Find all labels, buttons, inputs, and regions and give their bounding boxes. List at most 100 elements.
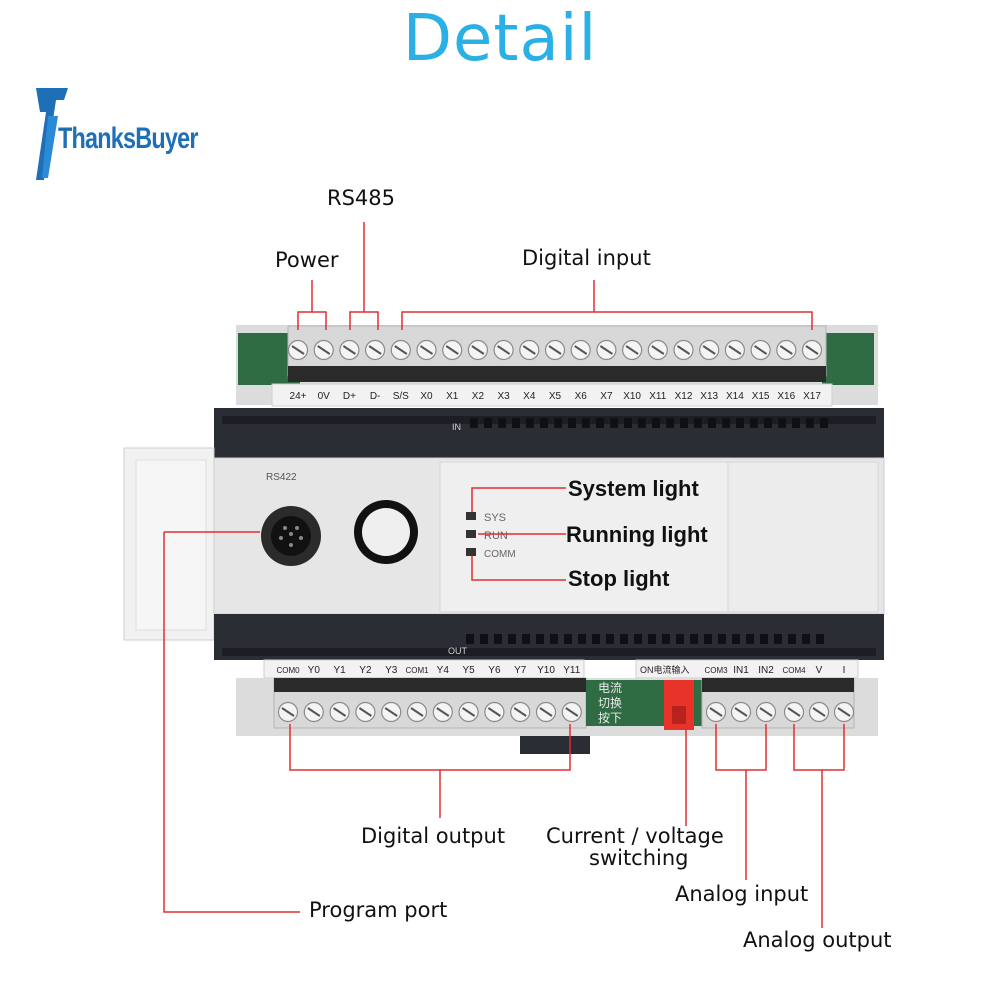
bottom-screw-icon	[484, 701, 505, 723]
analog-terminal-label: V	[816, 665, 823, 676]
top-screw-icon	[519, 339, 540, 361]
top-terminal-label: X11	[649, 391, 666, 402]
analog-screw-icon	[705, 701, 727, 723]
top-screw-icon	[647, 339, 668, 361]
bottom-terminal-label: Y6	[488, 665, 501, 676]
analog-screws	[705, 701, 855, 723]
callout-analog-input: Analog input	[675, 882, 809, 906]
top-terminal-label: X17	[803, 391, 821, 402]
top-terminal-label: X15	[752, 391, 770, 402]
vent	[522, 634, 530, 644]
vent	[732, 634, 740, 644]
top-vents	[470, 418, 828, 428]
vent	[680, 418, 688, 428]
bottom-terminal-label: Y7	[514, 665, 527, 676]
top-terminal-label: X0	[420, 391, 433, 402]
led-label-comm: COMM	[484, 549, 516, 560]
top-screw-icon	[776, 339, 797, 361]
top-screw-icon	[596, 339, 617, 361]
analog-terminal-label: I	[843, 665, 846, 676]
vent	[820, 418, 828, 428]
vent	[466, 634, 474, 644]
vent	[568, 418, 576, 428]
bottom-screw-icon	[510, 701, 531, 723]
vent	[778, 418, 786, 428]
logo-text: ThanksBuyer	[58, 122, 198, 155]
vent	[582, 418, 590, 428]
vent	[788, 634, 796, 644]
analog-screw-icon	[833, 701, 855, 723]
top-label-strip	[271, 383, 833, 407]
vent	[540, 418, 548, 428]
bottom-terminal-label: Y1	[333, 665, 346, 676]
analog-terminal-label: COM4	[782, 666, 806, 675]
bottom-terminal-label: Y5	[462, 665, 475, 676]
top-terminal-label: X7	[600, 391, 613, 402]
top-screw-icon	[416, 339, 437, 361]
analog-terminal-label: IN2	[758, 665, 774, 676]
top-terminal-label: X14	[726, 391, 744, 402]
vent	[666, 418, 674, 428]
callout-digital-output: Digital output	[361, 824, 506, 848]
vent	[634, 634, 642, 644]
switch-cn-1: 电流	[598, 681, 622, 695]
top-screw-icon	[673, 339, 694, 361]
bottom-terminal-label: Y0	[308, 665, 321, 676]
top-screw-icon	[493, 339, 514, 361]
vent	[764, 418, 772, 428]
vent	[746, 634, 754, 644]
callout-analog-output: Analog output	[743, 928, 892, 952]
vent	[494, 634, 502, 644]
bottom-terminal-label: Y4	[437, 665, 450, 676]
vent	[508, 634, 516, 644]
top-screws	[287, 339, 823, 361]
callout-stop-light: Stop light	[568, 566, 670, 591]
din-clip	[520, 736, 590, 754]
top-terminal-label: X13	[700, 391, 718, 402]
bottom-terminal-label: Y10	[537, 665, 555, 676]
callout-program-port: Program port	[309, 898, 448, 922]
vent	[676, 634, 684, 644]
vent	[760, 634, 768, 644]
callout-switching: switching	[589, 846, 689, 870]
top-terminal-label: X6	[575, 391, 588, 402]
vent	[564, 634, 572, 644]
top-terminal-label: X4	[523, 391, 536, 402]
top-terminal-label: X3	[497, 391, 510, 402]
vent	[536, 634, 544, 644]
vent	[694, 418, 702, 428]
callout-running-light: Running light	[566, 522, 708, 547]
bottom-screw-icon	[432, 701, 453, 723]
vent	[596, 418, 604, 428]
led-label-run: RUN	[484, 530, 508, 542]
callout-lines	[163, 222, 845, 928]
vent	[736, 418, 744, 428]
bottom-screw-icon	[329, 701, 350, 723]
vent	[554, 418, 562, 428]
bottom-terminal-label: COM1	[405, 666, 429, 675]
callout-current-voltage: Current / voltage	[546, 824, 724, 848]
bottom-screw-icon	[381, 701, 402, 723]
top-screw-icon	[365, 339, 386, 361]
bottom-terminal-label: Y2	[359, 665, 372, 676]
bottom-screw-icon	[406, 701, 428, 723]
top-terminal-label: D-	[370, 391, 381, 402]
top-screw-icon	[339, 339, 360, 361]
vent	[624, 418, 632, 428]
vent	[774, 634, 782, 644]
vent	[470, 418, 478, 428]
bottom-screw-icon	[303, 701, 324, 723]
top-terminal-label: X12	[675, 391, 693, 402]
bottom-terminal-label: Y11	[563, 665, 580, 676]
vent	[816, 634, 824, 644]
vent	[498, 418, 506, 428]
vent	[592, 634, 600, 644]
vent	[662, 634, 670, 644]
led-run	[466, 530, 476, 538]
vent	[806, 418, 814, 428]
top-terminal-slots	[288, 366, 826, 382]
top-screw-icon	[287, 339, 309, 361]
vent	[718, 634, 726, 644]
analog-terminal-label: IN1	[733, 665, 749, 676]
